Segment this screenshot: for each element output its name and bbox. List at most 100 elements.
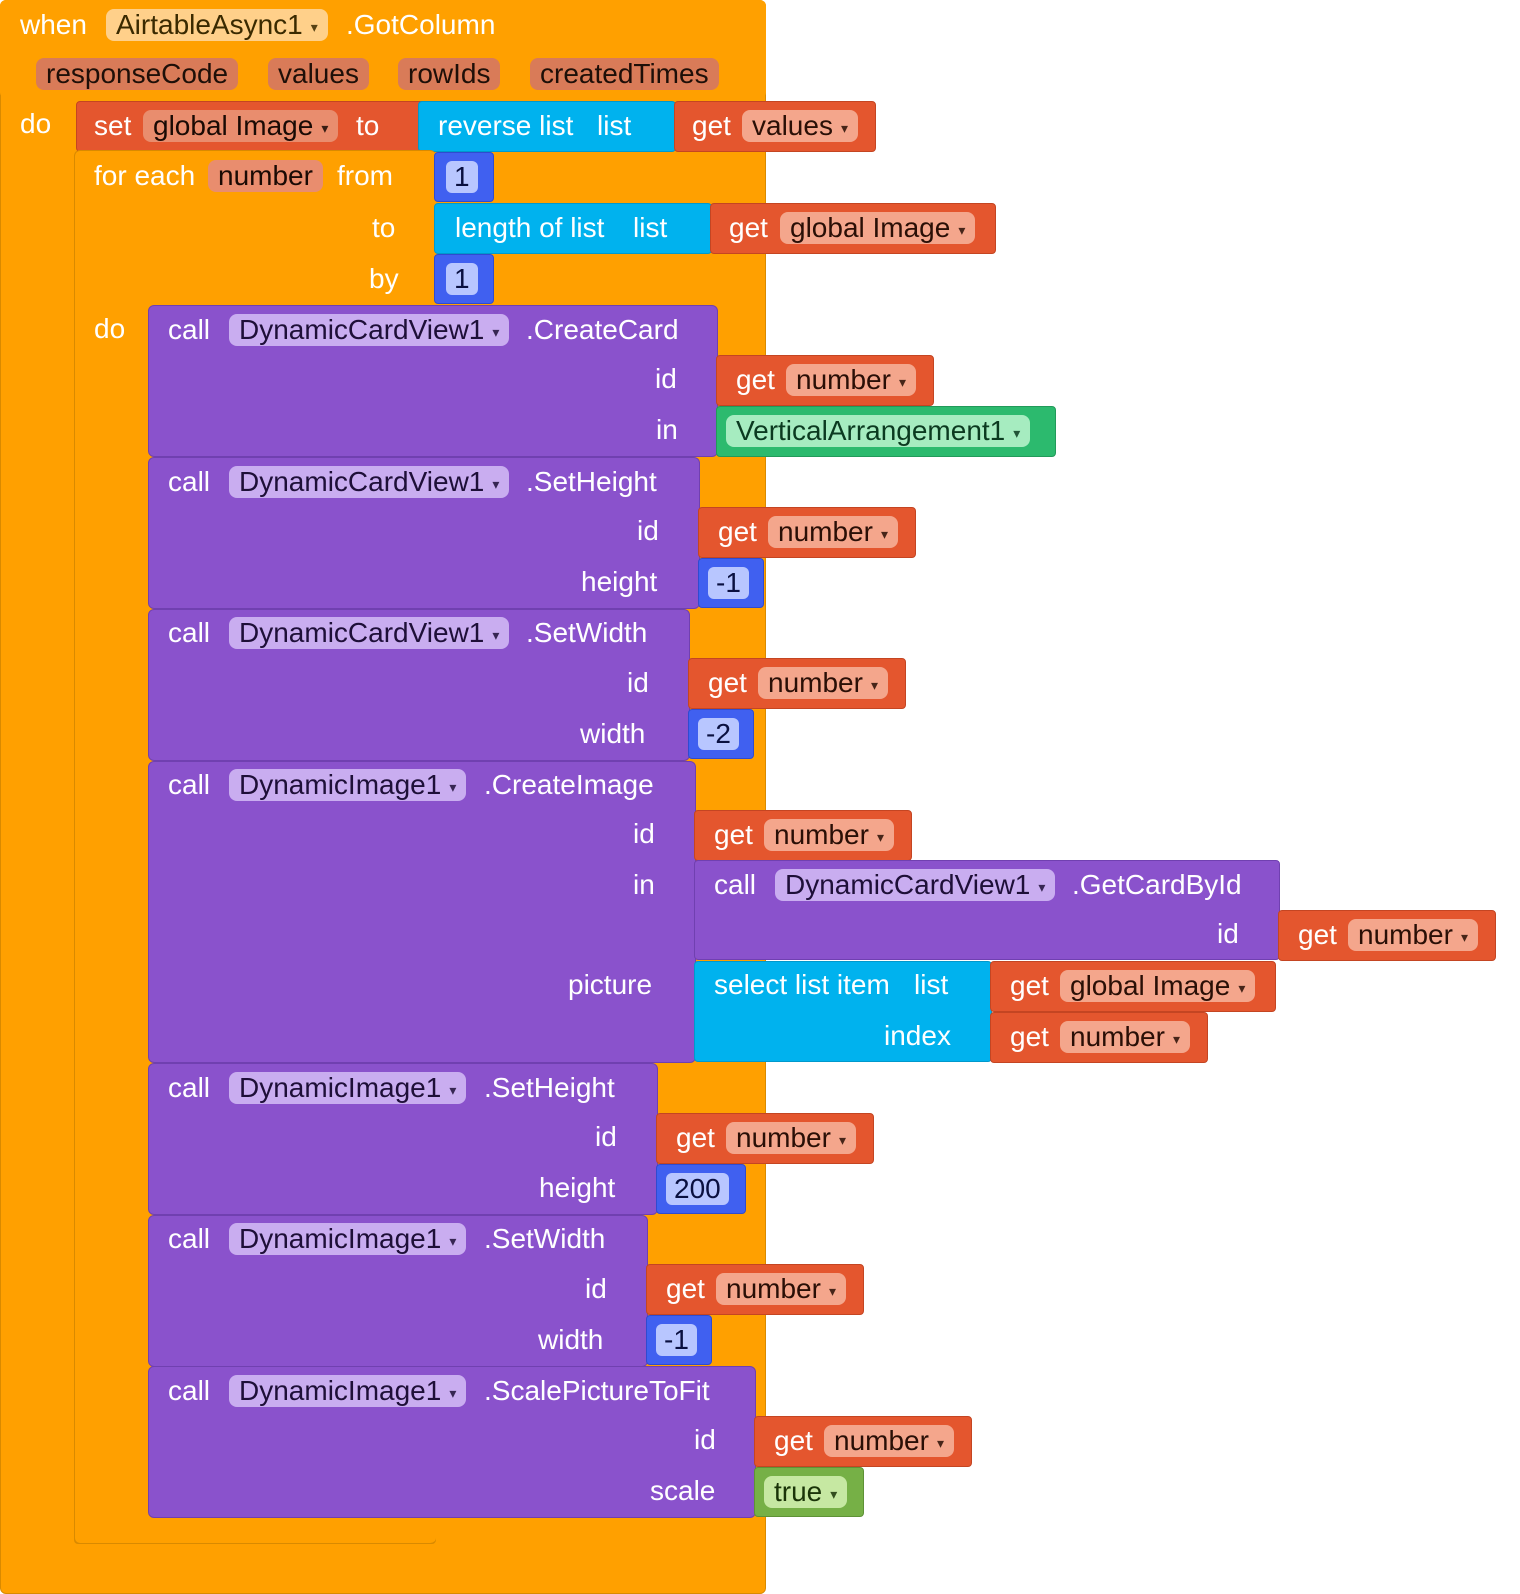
dropdown-arrow-icon: ▾ [1460, 928, 1468, 945]
get-number-dropdown[interactable]: number▾ [824, 1425, 954, 1457]
create-image-in-label: in [633, 869, 655, 900]
from-value[interactable]: 1 [446, 161, 478, 193]
create-image-component[interactable]: DynamicImage1▾ [229, 769, 467, 801]
create-image-picture-label: picture [568, 969, 653, 1000]
dropdown-arrow-icon: ▾ [828, 1282, 836, 1299]
image-set-height-component[interactable]: DynamicImage1▾ [229, 1072, 467, 1104]
length-of-list-list-label: list [633, 212, 668, 243]
create-card-component[interactable]: DynamicCardView1▾ [229, 314, 510, 346]
dropdown-arrow-icon: ▾ [958, 221, 966, 238]
for-each-label: for each [94, 160, 196, 191]
by-value[interactable]: 1 [446, 263, 478, 295]
length-of-list-label: length of list [455, 212, 605, 243]
card-set-width-width-label: width [580, 718, 646, 749]
get-global-image-dropdown[interactable]: global Image▾ [1060, 970, 1256, 1002]
get-label: get [708, 667, 747, 698]
create-card-in-label: in [656, 414, 678, 445]
event-component-dropdown[interactable]: AirtableAsync1▾ [106, 9, 328, 41]
get-label: get [714, 819, 753, 850]
call-label: call [168, 314, 211, 345]
get-number-dropdown[interactable]: number▾ [716, 1273, 846, 1305]
get-number-dropdown[interactable]: number▾ [768, 516, 898, 548]
get-global-image-dropdown[interactable]: global Image▾ [780, 212, 976, 244]
get-number-dropdown[interactable]: number▾ [726, 1122, 856, 1154]
get-values-dropdown[interactable]: values▾ [742, 110, 858, 142]
length-of-list-block[interactable] [434, 203, 712, 254]
param-responsecode[interactable]: responseCode [36, 58, 239, 90]
card-set-height-component[interactable]: DynamicCardView1▾ [229, 466, 510, 498]
create-image-id-label: id [633, 818, 655, 849]
dropdown-arrow-icon: ▾ [876, 828, 884, 845]
when-label: when [20, 9, 87, 40]
get-number-dropdown[interactable]: number▾ [758, 667, 888, 699]
get-label: get [1298, 919, 1337, 950]
dropdown-arrow-icon: ▾ [492, 626, 500, 643]
card-height-value[interactable]: -1 [708, 567, 749, 599]
set-to-label: to [356, 110, 380, 141]
set-label: set [94, 110, 132, 141]
dropdown-arrow-icon: ▾ [870, 676, 878, 693]
select-list-item-block[interactable] [694, 961, 992, 1062]
dropdown-arrow-icon: ▾ [449, 1232, 457, 1249]
param-createdtimes[interactable]: createdTimes [530, 58, 719, 90]
dropdown-arrow-icon: ▾ [492, 475, 500, 492]
event-do-label: do [20, 108, 52, 139]
for-each-var[interactable]: number [208, 160, 323, 192]
reverse-list-label: reverse list [438, 110, 574, 141]
dropdown-arrow-icon: ▾ [1172, 1030, 1180, 1047]
get-label: get [1010, 1021, 1049, 1052]
true-dropdown[interactable]: true▾ [764, 1476, 848, 1508]
get-card-by-id-component[interactable]: DynamicCardView1▾ [775, 869, 1056, 901]
event-name: .GotColumn [346, 9, 496, 40]
dropdown-arrow-icon: ▾ [880, 525, 888, 542]
scale-picture-component[interactable]: DynamicImage1▾ [229, 1375, 467, 1407]
create-card-method: .CreateCard [526, 314, 679, 345]
dropdown-arrow-icon: ▾ [449, 1081, 457, 1098]
image-set-height-method: .SetHeight [484, 1072, 615, 1103]
select-list-item-list-label: list [914, 969, 949, 1000]
image-width-value[interactable]: -1 [656, 1324, 697, 1356]
get-label: get [1010, 970, 1049, 1001]
create-image-method: .CreateImage [484, 769, 654, 800]
select-list-item-label: select list item [714, 969, 890, 1000]
create-image-block[interactable] [148, 761, 696, 1063]
to-label: to [372, 212, 396, 243]
card-set-height-height-label: height [581, 566, 658, 597]
get-number-dropdown[interactable]: number▾ [786, 364, 916, 396]
set-var-dropdown[interactable]: global Image▾ [143, 110, 339, 142]
get-number-dropdown[interactable]: number▾ [1348, 919, 1478, 951]
get-number-dropdown[interactable]: number▾ [764, 819, 894, 851]
get-label: get [736, 364, 775, 395]
dropdown-arrow-icon: ▾ [936, 1434, 944, 1451]
get-label: get [718, 516, 757, 547]
card-set-width-id-label: id [627, 667, 649, 698]
vertical-arrangement-dropdown[interactable]: VerticalArrangement1▾ [726, 415, 1031, 447]
dropdown-arrow-icon: ▾ [840, 119, 848, 136]
image-set-width-component[interactable]: DynamicImage1▾ [229, 1223, 467, 1255]
get-card-by-id-id-label: id [1217, 918, 1239, 949]
dropdown-arrow-icon: ▾ [449, 1384, 457, 1401]
card-set-width-component[interactable]: DynamicCardView1▾ [229, 617, 510, 649]
scale-picture-method: .ScalePictureToFit [484, 1375, 710, 1406]
param-values[interactable]: values [268, 58, 369, 90]
dropdown-arrow-icon: ▾ [492, 323, 500, 340]
call-label: call [168, 466, 211, 497]
get-number-dropdown[interactable]: number▾ [1060, 1021, 1190, 1053]
for-each-do-label: do [94, 313, 126, 344]
reverse-list-block[interactable] [418, 101, 676, 152]
call-label: call [168, 617, 211, 648]
dropdown-arrow-icon: ▾ [310, 18, 318, 35]
card-width-value[interactable]: -2 [698, 718, 739, 750]
image-set-width-width-label: width [538, 1324, 604, 1355]
param-rowids[interactable]: rowIds [398, 58, 501, 90]
image-set-width-method: .SetWidth [484, 1223, 606, 1254]
call-label: call [168, 1072, 211, 1103]
image-height-value[interactable]: 200 [666, 1173, 729, 1205]
dropdown-arrow-icon: ▾ [830, 1485, 838, 1502]
call-label: call [168, 1223, 211, 1254]
by-label: by [369, 263, 399, 294]
dropdown-arrow-icon: ▾ [1238, 979, 1246, 996]
dropdown-arrow-icon: ▾ [1013, 424, 1021, 441]
dropdown-arrow-icon: ▾ [1038, 878, 1046, 895]
card-set-height-method: .SetHeight [526, 466, 657, 497]
